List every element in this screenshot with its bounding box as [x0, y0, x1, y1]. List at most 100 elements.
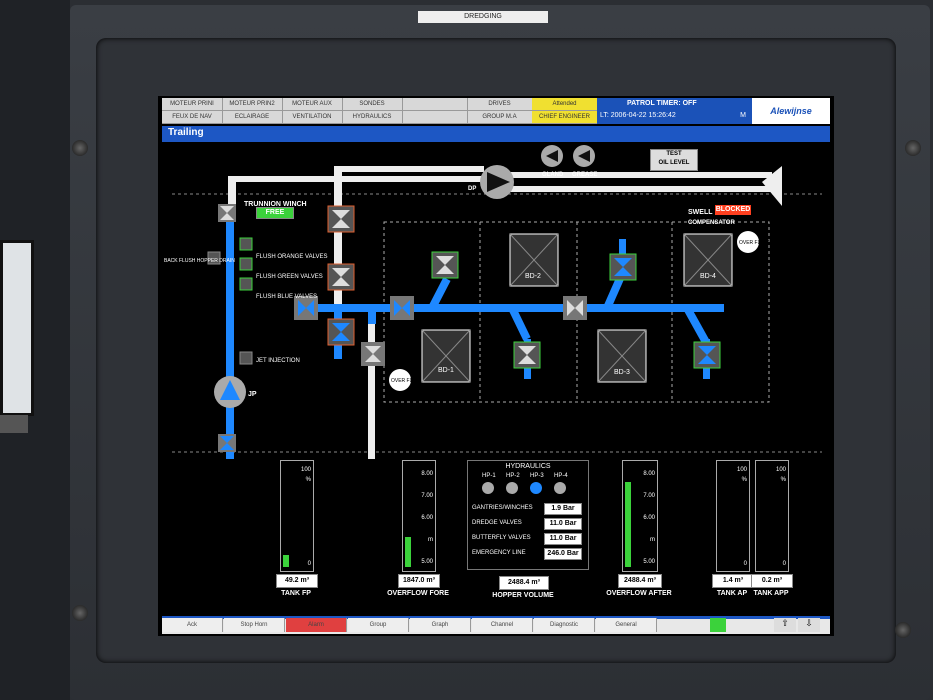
- hydraulic-row-value: 11.0 Bar: [544, 533, 582, 545]
- tank-app-label: TANK APP: [753, 590, 789, 597]
- overflow-fore-value: 1847.0 m³: [398, 574, 440, 588]
- tank-ap-label: TANK AP: [716, 590, 748, 597]
- gauge-scale-label: 0: [782, 561, 786, 567]
- white-pipe: [334, 166, 484, 172]
- compensator-label: COMPENSATOR: [688, 220, 735, 226]
- trailing-diagram: BD-1 BD-2 BD-3 BD-4 TRUNNION WINCH FLUSH…: [162, 144, 830, 616]
- flush-orange-label: FLUSH ORANGE VALVES: [256, 254, 327, 260]
- white-pipe: [228, 176, 236, 216]
- bd4-label: BD-4: [700, 273, 716, 280]
- gauge-scale-label: %: [780, 477, 786, 483]
- menu-moteur-prin2[interactable]: MOTEUR PRIN2: [222, 98, 283, 111]
- tab-ack[interactable]: Ack: [162, 618, 223, 632]
- patrol-timer: PATROL TIMER: OFF: [627, 100, 697, 107]
- bd2-cross: [509, 233, 559, 287]
- hydraulic-row-label: DREDGE VALVES: [472, 520, 522, 526]
- hydraulic-row-label: GANTRIES/WINCHES: [472, 505, 533, 511]
- back-flush-label: BACK FLUSH HOPPER DRAIN: [164, 258, 235, 264]
- gauge-scale-label: 100: [775, 467, 786, 473]
- blue-pipe: [368, 304, 376, 324]
- gauge-tick-label: 5.00: [421, 559, 433, 565]
- gauge-fill: [405, 537, 411, 567]
- test-oil-level-button[interactable]: TEST OIL LEVEL: [650, 149, 698, 171]
- overflow-after-label: OVERFLOW AFTER: [606, 590, 672, 597]
- swell-status: BLOCKED: [715, 205, 751, 215]
- white-pipe: [368, 314, 375, 459]
- tab-graph[interactable]: Graph: [410, 618, 471, 632]
- blue-pipe: [683, 306, 711, 346]
- bd3-label: BD-3: [614, 369, 630, 376]
- menu-moteur-prin1[interactable]: MOTEUR PRINI: [162, 98, 223, 111]
- hydraulics-title: HYDRAULICS: [505, 463, 551, 470]
- side-display: [0, 240, 34, 416]
- tab-stop-horn[interactable]: Stop Horn: [224, 618, 285, 632]
- valve-icons[interactable]: [207, 204, 721, 452]
- hydraulic-pump-icon[interactable]: [530, 482, 542, 494]
- bd1-label: BD-1: [438, 367, 454, 374]
- overflow-fore-label: OVERFLOW FORE: [387, 590, 449, 597]
- menu-hydraulics[interactable]: HYDRAULICS: [342, 111, 403, 124]
- lock-icon[interactable]: [710, 618, 726, 632]
- page-title: Trailing: [168, 127, 204, 138]
- hp-label: HP-3: [530, 473, 544, 479]
- menu-eclairage[interactable]: ECLAIRAGE: [222, 111, 283, 124]
- menu-empty-2[interactable]: [402, 111, 468, 124]
- menu-group-ma[interactable]: GROUP M.A: [467, 111, 533, 124]
- menu-drives[interactable]: DRIVES: [467, 98, 533, 111]
- white-pipe: [334, 166, 342, 306]
- hydraulic-pump-icon[interactable]: [554, 482, 566, 494]
- bottom-accent: [162, 616, 830, 619]
- menu-sondes[interactable]: SONDES: [342, 98, 403, 111]
- tab-general[interactable]: General: [596, 618, 657, 632]
- hydraulic-pump-icon[interactable]: [506, 482, 518, 494]
- attended-status: Attended: [532, 98, 598, 111]
- hydraulic-row-value: 11.0 Bar: [544, 518, 582, 530]
- screw-icon: [72, 605, 88, 621]
- hydraulic-pump-icon[interactable]: [482, 482, 494, 494]
- overflow-label: OVER FLOW: [739, 240, 769, 246]
- overflow-label: OVER FLOW: [391, 378, 421, 384]
- hmi-screen: MOTEUR PRINI MOTEUR PRIN2 MOTEUR AUX SON…: [158, 96, 834, 636]
- tank-fp-gauge: 100%0: [280, 460, 314, 572]
- tab-alarm[interactable]: Alarm: [286, 618, 347, 632]
- tab-diagnostic[interactable]: Diagnostic: [534, 618, 595, 632]
- tank-ap-gauge: 100%0: [716, 460, 750, 572]
- up-arrow-icon[interactable]: ⇧: [774, 618, 796, 632]
- gauge-tick-label: 6.00: [643, 515, 655, 521]
- side-slot: [0, 415, 28, 433]
- tab-group[interactable]: Group: [348, 618, 409, 632]
- menu-ventilation[interactable]: VENTILATION: [282, 111, 343, 124]
- hp-label: HP-2: [506, 473, 520, 479]
- bd2-label: BD-2: [525, 273, 541, 280]
- blue-pipe: [428, 277, 451, 310]
- hydraulics-panel: HYDRAULICS HP-1 HP-2 HP-3 HP-4 GANTRIES/WIN…: [467, 460, 589, 570]
- brand-logo: Alewijnse: [752, 98, 830, 124]
- trunnion-winch-label: TRUNNION WINCH: [244, 201, 307, 208]
- dp-label: DP: [468, 186, 476, 192]
- flush-green-label: FLUSH GREEN VALVES: [256, 274, 323, 280]
- gauge-tick-label: 6.00: [421, 515, 433, 521]
- gauge-fill: [283, 555, 289, 567]
- title-bar: Trailing: [162, 126, 830, 142]
- tab-channel[interactable]: Channel: [472, 618, 533, 632]
- tank-app-value: 0.2 m³: [751, 574, 793, 588]
- menu-moteur-aux[interactable]: MOTEUR AUX: [282, 98, 343, 111]
- hydraulic-row-label: EMERGENCY LINE: [472, 550, 526, 556]
- down-arrow-icon[interactable]: ⇩: [798, 618, 820, 632]
- discharge-nozzle: [762, 166, 782, 206]
- gauge-tick-label: 5.00: [643, 559, 655, 565]
- gauge-scale-label: 100: [300, 467, 311, 473]
- hydraulic-row-label: BUTTERFLY VALVES: [472, 535, 531, 541]
- jp-label: JP: [248, 391, 257, 398]
- hp-label: HP-4: [554, 473, 568, 479]
- gauge-tick-label: m: [650, 537, 655, 543]
- hopper-volume-value: 2488.4 m³: [499, 576, 549, 590]
- grease-label: GREASE: [572, 172, 597, 178]
- gauge-tick-label: 7.00: [421, 493, 433, 499]
- hp-label: HP-1: [482, 473, 496, 479]
- menu-empty-1[interactable]: [402, 98, 468, 111]
- gland-label: GLAND: [542, 172, 564, 178]
- menu-feux-de-nav[interactable]: FEUX DE NAV: [162, 111, 223, 124]
